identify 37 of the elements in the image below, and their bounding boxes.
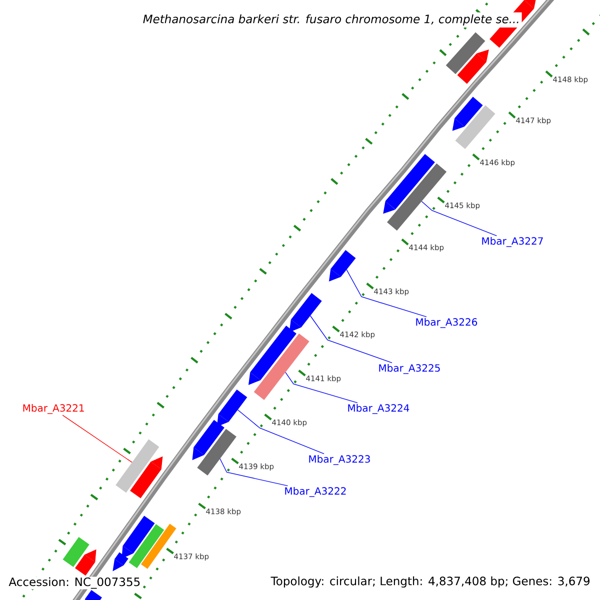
gene-feature [248, 326, 296, 386]
leader-line [346, 269, 427, 318]
gene-feature [455, 105, 496, 150]
gene-feature [192, 420, 224, 460]
gene-feature [383, 154, 435, 214]
gene-feature [446, 32, 486, 74]
gene-feature [457, 50, 489, 84]
gene-feature [197, 428, 236, 476]
leader-line [310, 315, 392, 364]
gene-label: Mbar_A3226 [416, 318, 478, 328]
gene-feature [216, 390, 248, 427]
topology-text: Topology: circular; Length: 4,837,408 bp; Genes: 3,679 [269, 574, 592, 590]
gene-label: Mbar_A3227 [482, 237, 543, 247]
gene-label: Mbar_A3225 [379, 364, 440, 374]
title: Methanosarcina barkeri str. fusaro chromosome 1, complete se... [140, 12, 522, 28]
accession-text: Accession: NC_007355 [8, 576, 142, 590]
leader-line [62, 414, 132, 463]
gene-feature [112, 552, 128, 572]
leader-line [421, 200, 498, 236]
gene-feature [75, 549, 96, 576]
leader-line [285, 372, 358, 404]
gene-feature [84, 590, 102, 600]
gene-label: Mbar_A3224 [348, 404, 410, 414]
gene-label: Mbar_A3221 [23, 404, 84, 414]
gene-feature [122, 516, 155, 559]
gene-feature [289, 292, 322, 332]
gene-feature [128, 524, 164, 568]
gene-feature [116, 439, 160, 493]
leader-line [237, 410, 324, 454]
gene-feature [62, 536, 90, 567]
gene-label: Mbar_A3223 [309, 455, 370, 465]
gene-feature [130, 456, 163, 498]
gene-label: Mbar_A3222 [285, 487, 346, 497]
gene-feature [452, 96, 483, 131]
leader-line [220, 458, 288, 486]
gene-feature [328, 250, 356, 282]
gene-feature [387, 163, 447, 231]
